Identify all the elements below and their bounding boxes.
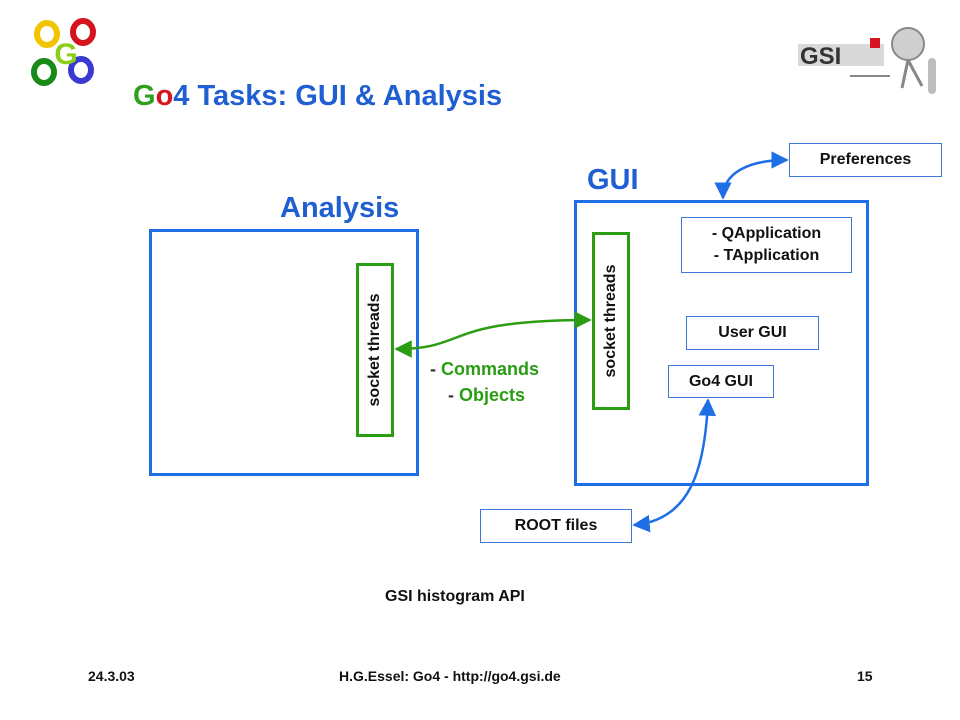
commands-objects-arrow xyxy=(394,311,592,358)
svg-text:G: G xyxy=(54,38,77,71)
user-gui-box: User GUI xyxy=(686,316,819,350)
title-o: o xyxy=(155,80,174,112)
preferences-box: Preferences xyxy=(789,143,942,177)
objects-label: Objects xyxy=(459,385,526,405)
analysis-socket-threads: socket threads xyxy=(356,263,394,437)
qapplication-label: - QApplication xyxy=(711,225,822,242)
preferences-arrow xyxy=(714,151,789,200)
gsi-histogram-api: GSI histogram API xyxy=(385,588,525,605)
footer-author: H.G.Essel: Go4 - http://go4.gsi.de xyxy=(339,668,561,684)
title-g: G xyxy=(133,80,156,112)
go4-logo: G xyxy=(31,18,96,86)
message-dash: - xyxy=(448,385,459,405)
gsi-logo: GSI xyxy=(798,27,936,94)
application-box: - QApplication - TApplication xyxy=(681,217,852,273)
footer-page-number: 15 xyxy=(857,668,873,684)
tapplication-label: - TApplication xyxy=(713,247,820,264)
message-objects: - Objects xyxy=(430,382,539,408)
svg-text:GSI: GSI xyxy=(800,43,841,70)
message-types: - Commands - Objects xyxy=(430,356,539,408)
message-commands: - Commands xyxy=(430,356,539,382)
commands-label: Commands xyxy=(441,359,540,379)
root-files-arrow xyxy=(632,398,717,533)
go4-gui-box: Go4 GUI xyxy=(668,365,774,398)
footer-date: 24.3.03 xyxy=(88,668,135,684)
root-files-box: ROOT files xyxy=(480,509,632,543)
gui-heading: GUI xyxy=(587,164,639,196)
gui-socket-threads: socket threads xyxy=(592,232,630,410)
analysis-heading: Analysis xyxy=(280,192,400,224)
title-rest: 4 Tasks: GUI & Analysis xyxy=(173,80,503,112)
page-title: Go4 Tasks: GUI & Analysis xyxy=(133,80,502,113)
message-dash: - xyxy=(430,359,441,379)
